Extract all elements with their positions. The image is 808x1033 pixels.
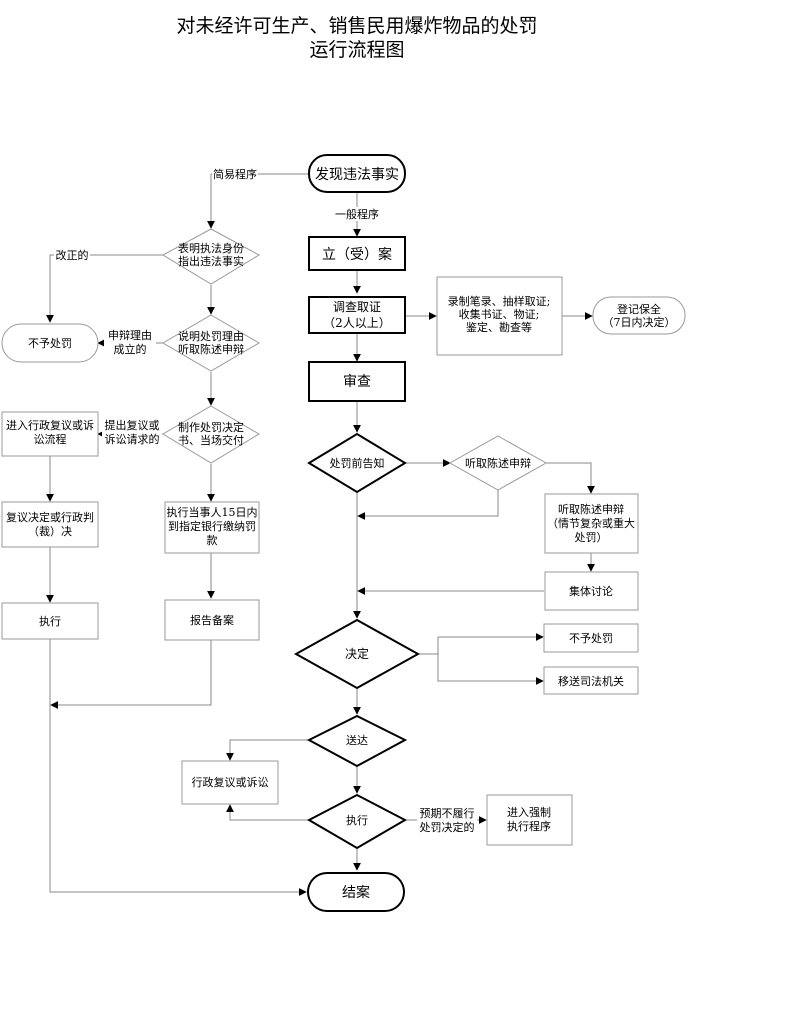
node-admin-review: 行政复议或诉讼 bbox=[181, 760, 279, 805]
node-enter-review-label-1: 进入行政复议或诉 bbox=[6, 418, 94, 432]
node-group-discussion-label: 集体讨论 bbox=[569, 584, 613, 598]
node-review-decision-label-1: 复议决定或行政判 bbox=[6, 510, 94, 524]
label-simple-procedure: 简易程序 bbox=[213, 167, 257, 181]
node-investigate: 调查取证 （2人以上） bbox=[308, 296, 406, 334]
node-decide: 决定 bbox=[293, 618, 421, 690]
node-explain-label-2: 听取陈述申辩 bbox=[178, 342, 244, 356]
node-enter-review: 进入行政复议或诉 讼流程 bbox=[1, 411, 99, 457]
node-enter-review-label-2: 讼流程 bbox=[34, 432, 67, 446]
node-explain: 说明处罚理由 听取陈述申辩 bbox=[162, 314, 260, 372]
node-enforce-label-1: 进入强制 bbox=[507, 806, 551, 819]
node-investigate-label-2: （2人以上） bbox=[323, 316, 391, 330]
label-defense-valid-1: 申辩理由 bbox=[108, 328, 152, 342]
node-show-id: 表明执法身份 指出违法事实 bbox=[161, 228, 261, 285]
node-make-decision-label-2: 书、当场交付 bbox=[178, 433, 244, 447]
node-pay-fine-label-3: 款 bbox=[207, 533, 218, 547]
node-execute-left-label: 执行 bbox=[39, 614, 61, 628]
node-register: 登记保全 （7日内决定） bbox=[592, 296, 686, 335]
node-investigate-label-1: 调查取证 bbox=[333, 300, 381, 314]
node-group-discussion: 集体讨论 bbox=[544, 571, 639, 611]
node-pay-fine-label-2: 到指定银行缴纳罚 bbox=[168, 519, 256, 533]
node-no-penalty-right-label: 不予处罚 bbox=[569, 632, 613, 645]
node-transfer-judicial-label: 移送司法机关 bbox=[558, 674, 624, 688]
node-hear-complex-label-3: 处罚） bbox=[575, 531, 608, 544]
label-request-review-1: 提出复议或 bbox=[105, 418, 160, 432]
node-admin-review-label: 行政复议或诉讼 bbox=[192, 775, 269, 789]
node-hear-defense: 听取陈述申辩 bbox=[448, 435, 548, 491]
label-defense-valid-2: 成立的 bbox=[114, 342, 147, 356]
node-register-label-1: 登记保全 bbox=[617, 302, 661, 316]
node-evidence-label-3: 鉴定、勘查等 bbox=[466, 320, 532, 334]
node-close-case-label: 结案 bbox=[342, 884, 370, 901]
node-pre-notice-label: 处罚前告知 bbox=[330, 456, 385, 470]
node-enforce-label-2: 执行程序 bbox=[507, 819, 551, 833]
node-deliver-label: 送达 bbox=[346, 733, 368, 747]
node-pay-fine-label-1: 执行当事人15日内 bbox=[167, 505, 258, 519]
node-no-penalty-left: 不予处罚 bbox=[1, 323, 99, 363]
label-overdue-1: 预期不履行 bbox=[420, 807, 475, 820]
node-discover: 发现违法事实 bbox=[308, 154, 406, 193]
connectors bbox=[46, 173, 595, 896]
node-discover-label: 发现违法事实 bbox=[315, 167, 399, 183]
node-no-penalty-left-label: 不予处罚 bbox=[28, 337, 72, 350]
node-no-penalty-right: 不予处罚 bbox=[543, 623, 639, 653]
node-evidence: 录制笔录、抽样取证; 收集书证、物证; 鉴定、勘查等 bbox=[436, 276, 563, 356]
label-general-procedure: 一般程序 bbox=[335, 207, 379, 221]
node-transfer-judicial: 移送司法机关 bbox=[543, 666, 639, 695]
node-decide-label: 决定 bbox=[345, 646, 369, 661]
chart-title: 对未经许可生产、销售民用爆炸物品的处罚 bbox=[176, 15, 537, 37]
node-review-label: 审查 bbox=[343, 374, 371, 390]
node-make-decision-label-1: 制作处罚决定 bbox=[178, 420, 244, 434]
node-execute-center-label: 执行 bbox=[346, 813, 368, 827]
node-show-id-label-1: 表明执法身份 bbox=[178, 241, 244, 255]
node-make-decision: 制作处罚决定 书、当场交付 bbox=[162, 405, 260, 464]
node-deliver: 送达 bbox=[306, 714, 408, 768]
node-report-record-label: 报告备案 bbox=[190, 613, 234, 627]
node-review: 审查 bbox=[308, 361, 406, 402]
node-show-id-label-2: 指出违法事实 bbox=[178, 254, 244, 268]
node-hear-complex: 听取陈述申辩 （情节复杂或重大 处罚） bbox=[544, 493, 639, 554]
node-hear-complex-label-2: （情节复杂或重大 bbox=[547, 516, 635, 530]
label-corrected: 改正的 bbox=[56, 248, 89, 262]
node-hear-defense-label: 听取陈述申辩 bbox=[465, 456, 531, 470]
node-pay-fine: 执行当事人15日内 到指定银行缴纳罚 款 bbox=[164, 501, 260, 554]
node-review-decision-label-2: （裁）决 bbox=[28, 525, 72, 538]
node-execute-left: 执行 bbox=[1, 602, 99, 640]
node-report-record: 报告备案 bbox=[164, 599, 260, 641]
node-close-case: 结案 bbox=[307, 872, 405, 912]
node-pre-notice: 处罚前告知 bbox=[307, 432, 407, 494]
node-file-case-label: 立（受）案 bbox=[322, 246, 392, 263]
node-hear-complex-label-1: 听取陈述申辩 bbox=[558, 502, 624, 516]
chart-subtitle: 运行流程图 bbox=[309, 39, 404, 61]
node-evidence-label-1: 录制笔录、抽样取证; bbox=[448, 294, 551, 308]
node-review-decision: 复议决定或行政判 （裁）决 bbox=[1, 501, 99, 548]
node-explain-label-1: 说明处罚理由 bbox=[178, 329, 244, 343]
node-register-label-2: （7日内决定） bbox=[603, 315, 676, 329]
edge-labels: 简易程序 一般程序 改正的 申辩理由 成立的 提出复议或 诉讼请求的 预期不履行… bbox=[54, 166, 477, 834]
label-request-review-2: 诉讼请求的 bbox=[105, 432, 160, 446]
node-file-case: 立（受）案 bbox=[308, 236, 406, 271]
node-evidence-label-2: 收集书证、物证; bbox=[459, 307, 540, 321]
label-overdue-2: 处罚决定的 bbox=[420, 820, 475, 834]
node-execute-center: 执行 bbox=[306, 793, 408, 850]
node-enforce: 进入强制 执行程序 bbox=[486, 794, 573, 846]
